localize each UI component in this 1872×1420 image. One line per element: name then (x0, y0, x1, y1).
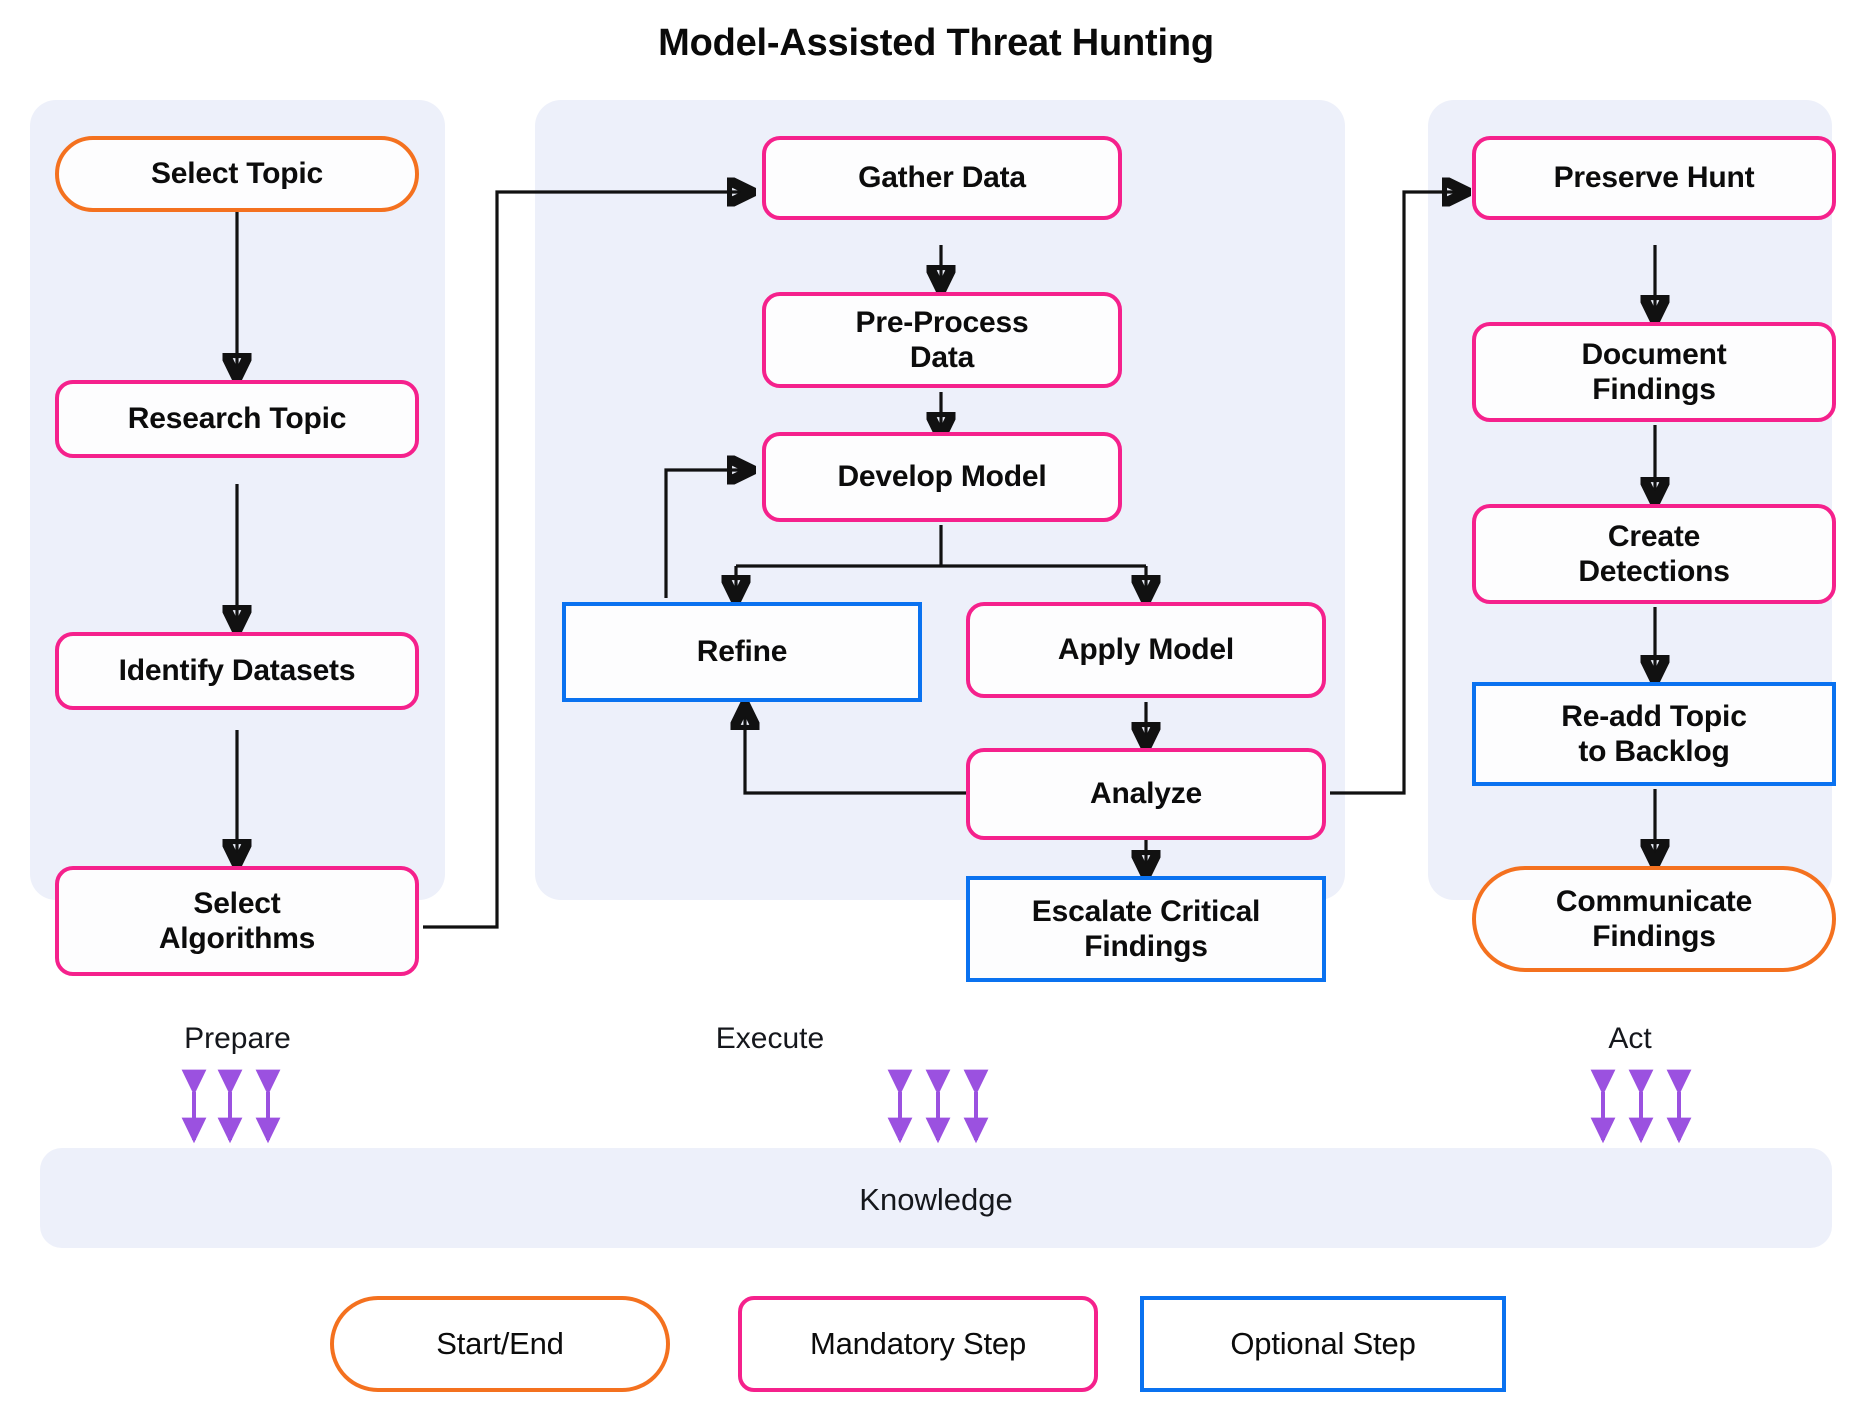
legend-start-end: Start/End (330, 1296, 670, 1392)
lane-label-act: Act (1608, 1022, 1652, 1055)
node-develop-model[interactable]: Develop Model (762, 432, 1122, 522)
knowledge-arrows-act (1590, 1069, 1692, 1144)
legend-mandatory-step: Mandatory Step (738, 1296, 1098, 1392)
page-title: Model-Assisted Threat Hunting (658, 22, 1214, 64)
node-gather-data[interactable]: Gather Data (762, 136, 1122, 220)
knowledge-arrows-prepare (181, 1069, 281, 1144)
lane-label-execute: Execute (715, 1022, 825, 1055)
node-analyze[interactable]: Analyze (966, 748, 1326, 840)
node-research-topic[interactable]: Research Topic (55, 380, 419, 458)
lane-panel-prepare (30, 100, 445, 900)
legend-optional-step: Optional Step (1140, 1296, 1506, 1392)
knowledge-label: Knowledge (859, 1182, 1013, 1217)
node-apply-model[interactable]: Apply Model (966, 602, 1326, 698)
node-select-topic[interactable]: Select Topic (55, 136, 419, 212)
node-refine[interactable]: Refine (562, 602, 922, 702)
node-preserve-hunt[interactable]: Preserve Hunt (1472, 136, 1836, 220)
lane-label-prepare: Prepare (184, 1022, 291, 1055)
knowledge-band (40, 1148, 1832, 1248)
node-identify-datasets[interactable]: Identify Datasets (55, 632, 419, 710)
knowledge-arrows-execute (887, 1069, 989, 1144)
